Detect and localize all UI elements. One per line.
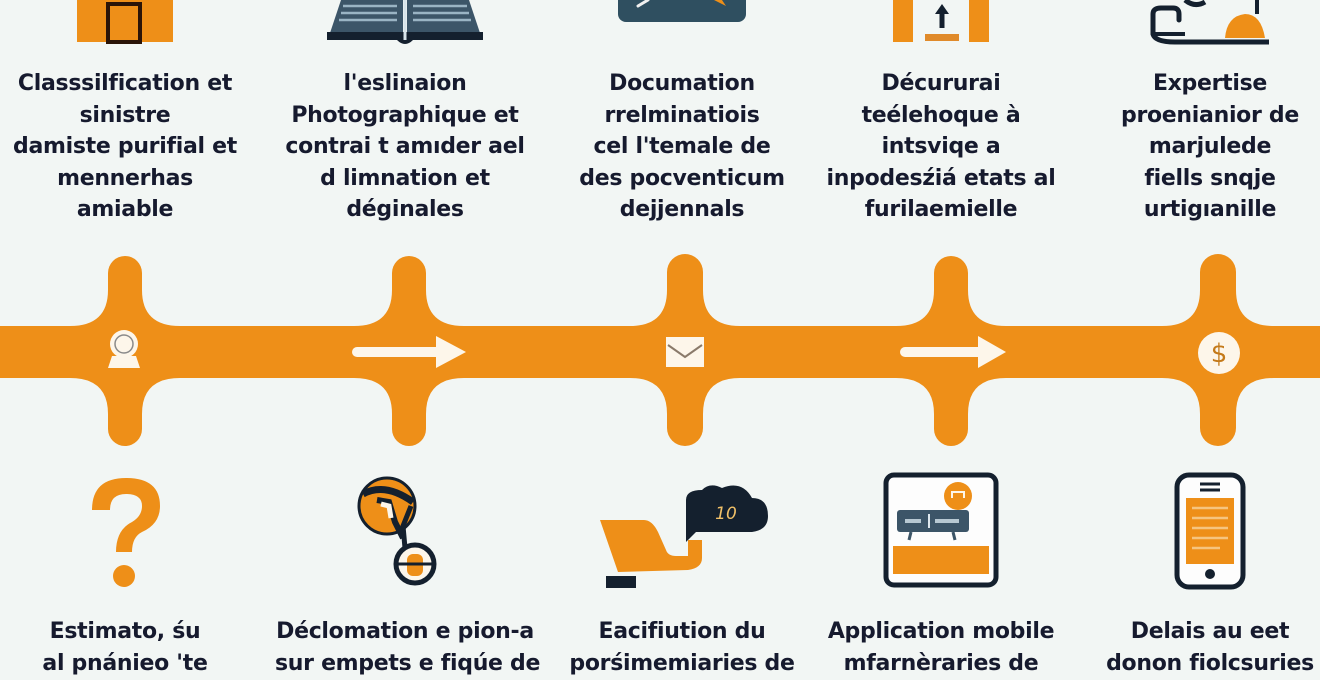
bottom-step-text: Estimato, śu al pnánieo 'te	[42, 619, 208, 676]
top-step-4: Décururai teélehoque à intsviqe a inpode…	[811, 0, 1071, 240]
top-step-5: Expertise proenianior de marjulede fiell…	[1080, 0, 1320, 240]
top-step-1: Classsilfication et sinistre damiste pur…	[0, 0, 255, 240]
top-step-3: Documation rrelminatiois cel l'temale de…	[552, 0, 812, 240]
top-step-text: Documation rrelminatiois cel l'temale de…	[579, 71, 785, 222]
envelope-icon	[666, 337, 704, 367]
arrow-right-icon	[352, 336, 466, 368]
medal-icon	[357, 476, 437, 586]
bottom-step-text: Application mobile mfarnèraries de	[827, 619, 1055, 676]
upload-box-icon	[893, 0, 989, 42]
top-step-text: Classsilfication et sinistre damiste pur…	[13, 71, 237, 222]
bottom-step-3: 10 Eacifiution du porśimemiaries de	[552, 0, 812, 680]
dollar-coin-icon: $	[1198, 332, 1240, 374]
top-step-2: l'eslinaion Photographique et contrai t …	[275, 0, 535, 240]
svg-text:$: $	[1211, 339, 1228, 369]
laptop-chat-icon: 10	[600, 485, 768, 588]
chat-badge: 10	[715, 504, 737, 524]
bottom-step-text: Eacifiution du porśimemiaries de	[569, 619, 795, 676]
shoe-helmet-icon	[1150, 0, 1269, 45]
bottom-step-4: Application mobile mfarnèraries de	[811, 0, 1071, 680]
device-screen-icon	[883, 472, 999, 588]
document-tools-icon	[618, 0, 746, 22]
smartphone-icon	[1174, 472, 1246, 590]
question-mark-icon	[92, 478, 160, 587]
top-step-text: Décururai teélehoque à intsviqe a inpode…	[826, 71, 1056, 222]
open-book-icon	[327, 0, 483, 44]
bottom-step-2: Déclomation e pion-a sur empets e fiqúe …	[275, 0, 541, 680]
bottom-step-text: Déclomation e pion-a sur empets e fiqúe …	[275, 619, 541, 676]
bottom-step-5: Delais au eet donon fiolcsuries	[1080, 0, 1320, 680]
top-step-text: l'eslinaion Photographique et contrai t …	[285, 71, 525, 222]
top-step-text: Expertise proenianior de marjulede fiell…	[1121, 71, 1299, 222]
webcam-icon	[108, 330, 140, 368]
bottom-step-1: Estimato, śu al pnánieo 'te	[0, 0, 255, 680]
house-door-icon	[77, 0, 173, 44]
bottom-step-text: Delais au eet donon fiolcsuries	[1106, 619, 1314, 676]
arrow-right-icon	[900, 336, 1006, 368]
